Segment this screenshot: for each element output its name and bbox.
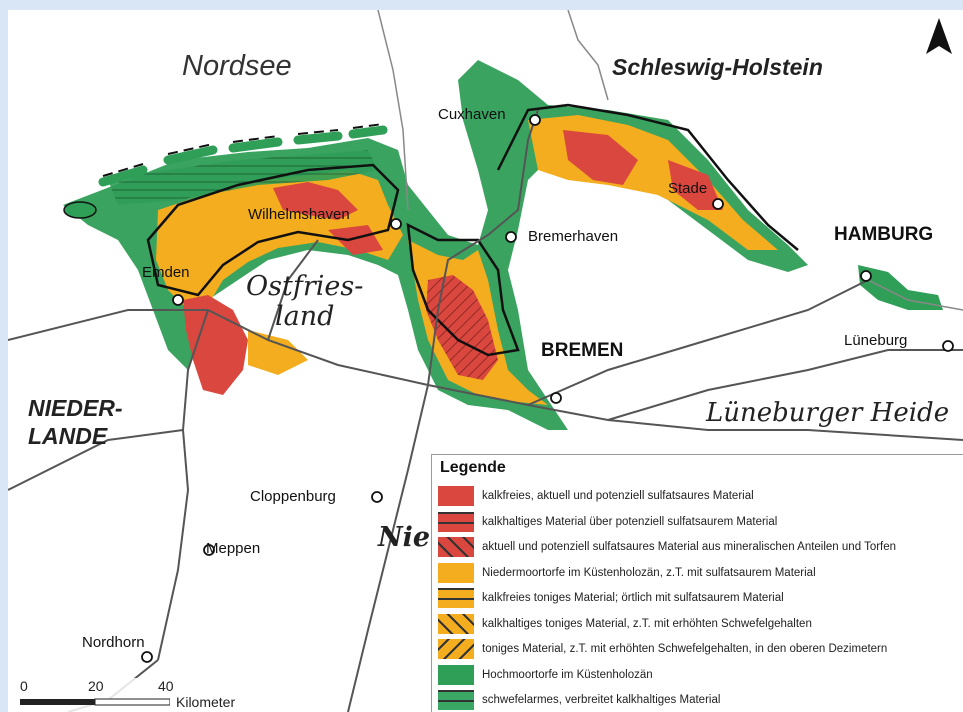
legend-item: Niedermoortorfe im Küstenholozän, z.T. m…	[438, 562, 816, 584]
marker-stade	[712, 198, 724, 210]
country-label-line2: LANDE	[28, 423, 108, 449]
marker-cuxhaven	[529, 114, 541, 126]
city-label-nordhorn: Nordhorn	[82, 634, 145, 651]
marker-meppen	[203, 544, 215, 556]
rivers	[377, 10, 963, 311]
red-area-weser	[426, 275, 498, 380]
marker-cloppenburg	[371, 491, 383, 503]
elbe-boundary	[496, 103, 799, 251]
legend-item: toniges Material, z.T. mit erhöhten Schw…	[438, 638, 887, 660]
marker-lueneburg	[942, 340, 954, 352]
island-outlines	[102, 123, 384, 177]
marker-nordhorn	[141, 651, 153, 663]
legend-item: kalkhaltiges toniges Material, z.T. mit …	[438, 613, 812, 635]
orange-area-hamburg	[858, 265, 943, 310]
orange-area-lower	[248, 330, 308, 375]
legend-box: Legende kalkfreies, aktuell und potenzie…	[431, 454, 963, 712]
legend-item: kalkhaltiges Material über potenziell su…	[438, 511, 777, 533]
legend-swatch	[438, 486, 474, 506]
marker-bremen	[550, 392, 562, 404]
city-label-emden: Emden	[142, 264, 190, 281]
east-frisian-islands	[98, 125, 388, 187]
state-label: Schleswig-Holstein	[612, 54, 823, 80]
map-frame: Nordsee Schleswig-Holstein Cuxhaven Wilh…	[8, 10, 963, 712]
sea-label: Nordsee	[182, 50, 292, 82]
legend-swatch	[438, 588, 474, 608]
legend-item-label: schwefelarmes, verbreitet kalkhaltiges M…	[482, 694, 721, 706]
city-label-cloppenburg: Cloppenburg	[250, 488, 336, 505]
scale-bar: 0 20 40 Kilometer	[14, 678, 244, 712]
region-label-ostfriesland-line1: Ostfries-	[246, 271, 364, 302]
legend-swatch	[438, 613, 474, 634]
scale-bar-graphic	[20, 698, 170, 706]
legend-item-label: kalkhaltiges toniges Material, z.T. mit …	[482, 617, 812, 630]
marker-emden	[172, 294, 184, 306]
marker-wilhelmshaven	[390, 218, 402, 230]
city-label-lueneburg: Lüneburg	[844, 332, 908, 349]
legend-item: kalkfreies toniges Material; örtlich mit…	[438, 587, 784, 609]
city-label-wilhelmshaven: Wilhelmshaven	[248, 206, 350, 223]
city-markers	[141, 114, 954, 663]
legend-swatch	[438, 537, 474, 557]
region-label-lueneburger-heide: Lüneburger Heide	[706, 398, 950, 428]
legend-title: Legende	[440, 459, 506, 476]
city-label-bremerhaven: Bremerhaven	[528, 228, 619, 245]
red-area-elbe	[563, 130, 638, 185]
legend-item-label: kalkfreies toniges Material; örtlich mit…	[482, 592, 784, 604]
scale-unit: Kilometer	[176, 694, 236, 710]
scale-tick-40: 40	[158, 678, 174, 694]
island-borkum	[63, 201, 97, 219]
scale-tick-0: 0	[20, 678, 28, 694]
legend-item-label: toniges Material, z.T. mit erhöhten Schw…	[482, 643, 888, 655]
legend-item-label: Hochmoortorfe im Küstenholozän	[482, 668, 653, 681]
city-label-hamburg: HAMBURG	[834, 224, 934, 245]
scale-tick-20: 20	[88, 678, 104, 694]
north-arrow-icon	[926, 18, 952, 54]
legend-item-label: kalkfreies, aktuell und potenziell sulfa…	[482, 490, 754, 502]
legend-item-label: aktuell und potenziell sulfatsaures Mate…	[482, 541, 897, 553]
region-label-ostfriesland-line2: land	[274, 301, 335, 332]
marker-bremerhaven	[505, 231, 517, 243]
country-label-niederlande: NIEDER- LANDE	[28, 394, 123, 450]
legend-swatch	[438, 690, 474, 710]
legend-item: schwefelarmes, verbreitet kalkhaltiges M…	[438, 689, 720, 711]
city-label-meppen: Meppen	[206, 540, 261, 557]
legend-item-label: Niedermoortorfe im Küstenholozän, z.T. m…	[482, 566, 816, 579]
region-label-ostfriesland: Ostfries- land	[246, 272, 363, 332]
legend-swatch	[438, 639, 474, 659]
city-label-stade: Stade	[668, 180, 708, 197]
red-area-ostfr	[328, 225, 383, 255]
weser-boundary	[406, 222, 520, 357]
red-area-stade	[668, 160, 723, 210]
red-area-emden	[183, 295, 248, 395]
legend-swatch	[438, 562, 474, 583]
legend-item-label: kalkhaltiges Material über potenziell su…	[482, 515, 778, 528]
country-label-line1: NIEDER-	[28, 395, 123, 421]
map-canvas	[8, 10, 963, 712]
hatched-area-coast	[108, 150, 378, 205]
marker-hamburg	[860, 270, 872, 282]
legend-item: Hochmoortorfe im Küstenholozän	[438, 664, 653, 686]
legend-swatch	[438, 511, 474, 532]
legend-swatch	[438, 664, 474, 685]
city-label-cuxhaven: Cuxhaven	[438, 106, 506, 123]
legend-item: aktuell und potenziell sulfatsaures Mate…	[438, 536, 896, 558]
region-boundary	[146, 163, 400, 297]
region-label-niedersachsen-partial: Nie	[378, 522, 431, 553]
city-label-bremen: BREMEN	[541, 340, 624, 361]
legend-item: kalkfreies, aktuell und potenziell sulfa…	[438, 485, 754, 507]
red-area-jade	[273, 182, 358, 220]
